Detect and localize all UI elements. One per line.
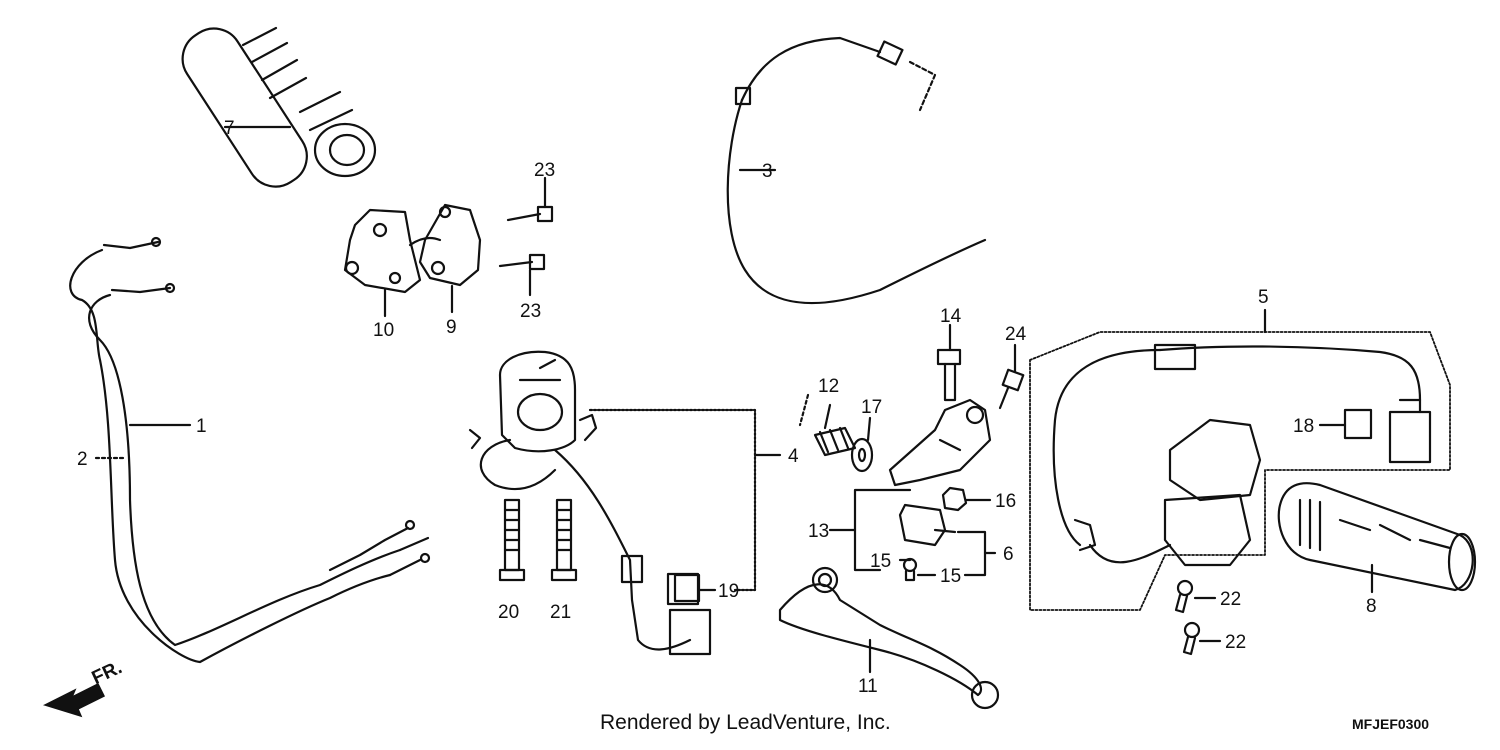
callout-11: 11 xyxy=(858,676,878,697)
connector-part-18 xyxy=(1343,408,1373,440)
callout-numbers: 1 2 3 4 5 6 7 8 9 10 11 12 13 14 15 15 1… xyxy=(77,118,1377,697)
callout-2: 2 xyxy=(77,449,88,470)
callout-13: 13 xyxy=(808,521,829,542)
callout-17: 17 xyxy=(861,397,882,418)
callout-5: 5 xyxy=(1258,287,1269,308)
render-credit: Rendered by LeadVenture, Inc. xyxy=(600,711,891,734)
callout-20: 20 xyxy=(498,602,519,623)
callout-22a: 22 xyxy=(1220,589,1241,610)
callout-14: 14 xyxy=(940,306,962,327)
callout-10: 10 xyxy=(373,320,394,341)
callout-7: 7 xyxy=(224,118,235,139)
nut-part-16 xyxy=(941,486,968,512)
callout-1: 1 xyxy=(196,416,207,437)
callout-3: 3 xyxy=(762,161,773,182)
screws-parts-20-21 xyxy=(498,498,578,582)
callout-12: 12 xyxy=(818,376,839,397)
clutch-lever-part-11 xyxy=(778,566,1000,710)
callout-19: 19 xyxy=(718,581,739,602)
clutch-cable-part-3 xyxy=(726,36,987,305)
clutch-switch-part-6 xyxy=(898,503,957,547)
lever-bracket xyxy=(888,398,992,487)
throttle-grip-part-7 xyxy=(181,26,377,188)
callout-24: 24 xyxy=(1005,324,1027,345)
right-grip-part-8 xyxy=(1277,482,1477,592)
bolts-part-23 xyxy=(498,205,554,271)
connector-part-19 xyxy=(673,573,701,603)
callout-15b: 15 xyxy=(940,566,961,587)
callout-23a: 23 xyxy=(534,160,555,181)
spring-washer-parts-12-17 xyxy=(813,426,874,473)
screws-part-22 xyxy=(1174,579,1201,656)
callout-22b: 22 xyxy=(1225,632,1246,653)
callout-15a: 15 xyxy=(870,551,891,572)
front-direction-arrow-icon: FR. xyxy=(42,657,126,718)
front-direction-label: FR. xyxy=(89,657,126,689)
callout-9: 9 xyxy=(446,317,457,338)
screw-part-15 xyxy=(902,557,918,582)
callout-4: 4 xyxy=(788,446,799,467)
switch-housing-part-4 xyxy=(468,350,712,656)
callout-16: 16 xyxy=(995,491,1016,512)
callout-23b: 23 xyxy=(520,301,541,322)
throttle-cables-parts-1-2 xyxy=(69,236,431,664)
callout-6: 6 xyxy=(1003,544,1014,565)
throttle-housing-parts-9-10 xyxy=(343,203,482,294)
callout-21: 21 xyxy=(550,602,571,623)
diagram-code: MFJEF0300 xyxy=(1352,716,1430,732)
bolts-parts-14-24 xyxy=(936,348,1025,410)
callout-18: 18 xyxy=(1293,416,1314,437)
right-switch-assembly-part-5 xyxy=(1029,331,1451,611)
callout-8: 8 xyxy=(1366,596,1377,617)
